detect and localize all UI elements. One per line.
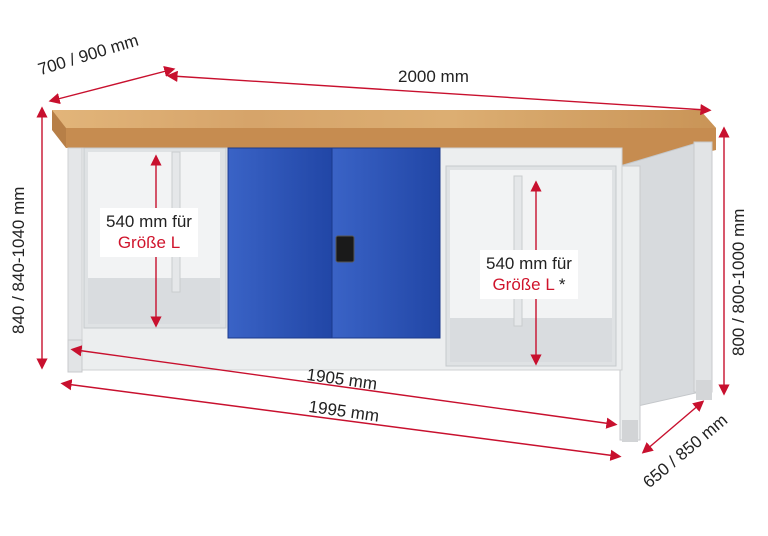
left-compartment-height: 540 mm für [106, 212, 192, 231]
right-side-frame [619, 141, 713, 442]
door-cabinet [227, 147, 441, 339]
door-handle [335, 235, 355, 263]
right-compartment-marker: * [558, 275, 566, 295]
right-compartment-height: 540 mm für [486, 254, 572, 273]
top-width-label: 2000 mm [398, 67, 469, 86]
dimension-lines [36, 65, 730, 461]
right-compartment-size: Größe L [492, 275, 555, 295]
left-compartment-info: 540 mm für Größe L [100, 208, 198, 257]
left-compartment-size: Größe L [117, 233, 181, 253]
right-height-label: 800 / 800-1000 mm [729, 208, 748, 356]
left-height-label: 840 / 840-1040 mm [9, 186, 28, 334]
right-compartment-info: 540 mm für Größe L * [480, 250, 578, 299]
